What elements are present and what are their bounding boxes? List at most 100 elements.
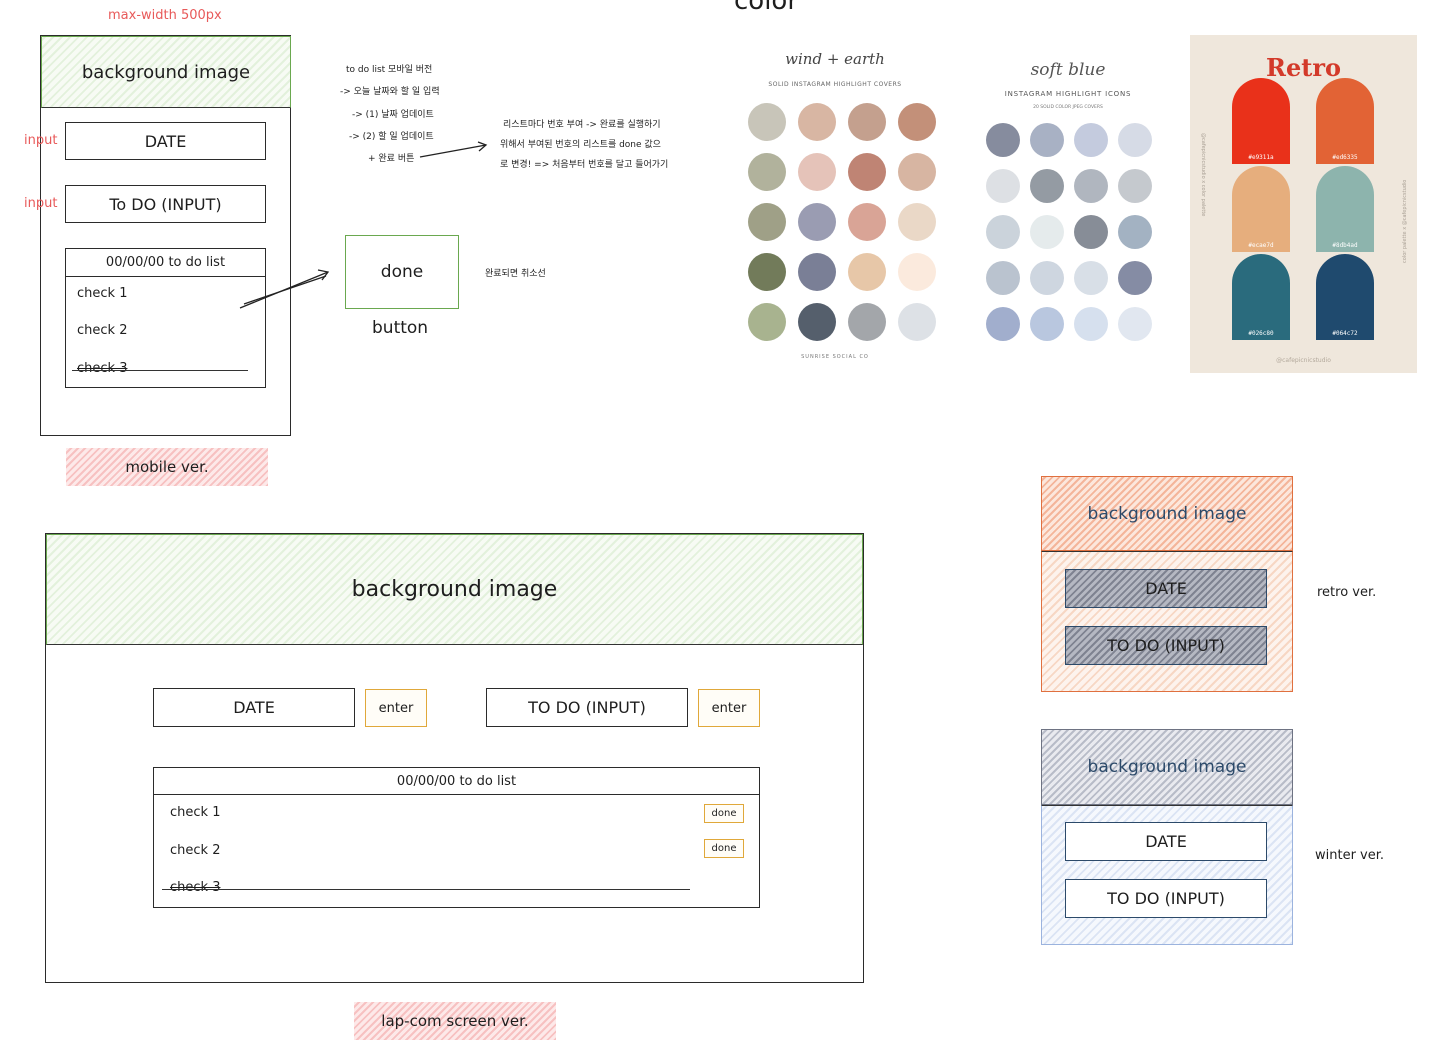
retro-palette-card: Retro @cafepicnicstudio x color palette … [1190, 35, 1417, 373]
wind-earth-palette: wind + earth SOLID INSTAGRAM HIGHLIGHT C… [742, 40, 928, 370]
done-button[interactable]: done [704, 839, 744, 858]
retro-swatch [1232, 166, 1290, 252]
color-swatch [1030, 307, 1064, 341]
retro-hex-label: #026c80 [1248, 330, 1274, 337]
color-swatch [1030, 169, 1064, 203]
color-swatch [748, 153, 786, 191]
color-swatch [1074, 123, 1108, 157]
color-swatch [986, 215, 1020, 249]
color-swatch [748, 103, 786, 141]
mobile-list-title: 00/00/00 to do list [65, 248, 266, 277]
mobile-todo-input[interactable]: To DO (INPUT) [65, 185, 266, 223]
laptop-date-input[interactable]: DATE [153, 688, 355, 727]
strike-line [72, 370, 248, 371]
wind-earth-footer: SUNRISE SOCIAL CO [801, 354, 869, 360]
winter-date-input[interactable]: DATE [1065, 822, 1267, 861]
color-swatch [1118, 169, 1152, 203]
soft-blue-subtitle: INSTAGRAM HIGHLIGHT ICONS [1004, 90, 1132, 98]
note-line: to do list 모바일 버전 [346, 65, 433, 75]
retro-todo-text: TO DO (INPUT) [1107, 636, 1225, 655]
laptop-frame [45, 533, 864, 983]
winter-bg-image: background image [1041, 729, 1293, 805]
winter-ver-label: winter ver. [1315, 848, 1385, 863]
color-swatch [1030, 261, 1064, 295]
mobile-list-item-done[interactable]: check 3 [77, 361, 128, 376]
retro-hex-label: #e9311a [1248, 154, 1274, 161]
color-swatch [848, 253, 886, 291]
color-swatch [898, 103, 936, 141]
color-swatch [1074, 215, 1108, 249]
color-heading: color [734, 0, 799, 16]
retro-hex-label: #ecae7d [1248, 242, 1274, 249]
color-swatch [798, 153, 836, 191]
numbering-note: 위해서 부여된 번호의 리스트를 done 값으 [500, 140, 661, 150]
soft-blue-title: soft blue [1030, 60, 1106, 80]
enter-button-date[interactable]: enter [365, 689, 427, 727]
retro-bg-image: background image [1041, 476, 1293, 551]
laptop-list-item[interactable]: check 2 [170, 843, 221, 858]
numbering-note: 리스트마다 번호 부여 -> 완료를 실행하기 [503, 120, 661, 130]
mobile-date-input[interactable]: DATE [65, 122, 266, 160]
numbering-note: 로 변경! => 처음부터 번호를 달고 들어가기 [500, 160, 669, 170]
retro-swatch [1316, 78, 1374, 164]
laptop-list-item-done[interactable]: check 3 [170, 880, 221, 895]
done-label: done [711, 843, 737, 854]
retro-bg-label: background image [1087, 503, 1247, 524]
color-swatch [798, 253, 836, 291]
winter-todo-input[interactable]: TO DO (INPUT) [1065, 879, 1267, 918]
retro-swatch [1232, 254, 1290, 340]
color-swatch [848, 103, 886, 141]
retro-todo-input[interactable]: TO DO (INPUT) [1065, 626, 1267, 665]
retro-swatch [1316, 254, 1374, 340]
note-line: + 완료 버튼 [368, 154, 415, 164]
color-swatch [898, 303, 936, 341]
done-label: done [711, 808, 737, 819]
enter-label: enter [378, 700, 414, 716]
laptop-list-title-text: 00/00/00 to do list [396, 773, 517, 789]
color-swatch [898, 153, 936, 191]
winter-todo-text: TO DO (INPUT) [1107, 889, 1225, 908]
enter-button-todo[interactable]: enter [698, 689, 760, 727]
laptop-bg-image: background image [46, 534, 863, 645]
input-label-todo: input [24, 196, 58, 211]
color-swatch [1074, 307, 1108, 341]
color-swatch [1118, 123, 1152, 157]
color-swatch [986, 261, 1020, 295]
color-swatch [848, 303, 886, 341]
retro-hex-label: #064c72 [1332, 330, 1358, 337]
mobile-todo-text: To DO (INPUT) [109, 194, 222, 214]
mobile-list-item[interactable]: check 1 [77, 286, 128, 301]
color-swatch [986, 169, 1020, 203]
note-line: -> (1) 날짜 업데이트 [352, 110, 434, 120]
done-button[interactable]: done [704, 804, 744, 823]
done-button-label: done [380, 262, 424, 282]
laptop-list-item[interactable]: check 1 [170, 805, 221, 820]
wind-earth-subtitle: SOLID INSTAGRAM HIGHLIGHT COVERS [768, 81, 902, 88]
retro-hex-label: #ed6335 [1332, 154, 1358, 161]
lapcom-ver-text: lap-com screen ver. [381, 1012, 529, 1030]
done-button-example[interactable]: done [345, 235, 459, 309]
color-swatch [848, 153, 886, 191]
soft-blue-palette: soft blue INSTAGRAM HIGHLIGHT ICONS 20 S… [975, 50, 1175, 360]
color-swatch [748, 253, 786, 291]
mobile-ver-text: mobile ver. [125, 458, 209, 476]
color-swatch [1030, 215, 1064, 249]
color-swatch [1074, 169, 1108, 203]
color-swatch [986, 123, 1020, 157]
mobile-date-text: DATE [144, 131, 187, 151]
winter-date-text: DATE [1145, 832, 1187, 851]
retro-side-left: @cafepicnicstudio x color palette [1200, 133, 1206, 217]
mobile-ver-tag: mobile ver. [66, 448, 268, 486]
mobile-list-item[interactable]: check 2 [77, 323, 128, 338]
laptop-date-text: DATE [233, 698, 275, 717]
input-label-date: input [24, 133, 58, 148]
retro-date-input[interactable]: DATE [1065, 569, 1267, 608]
enter-label: enter [711, 700, 747, 716]
retro-swatch [1316, 166, 1374, 252]
color-swatch [798, 203, 836, 241]
color-swatch [898, 203, 936, 241]
winter-bg-label: background image [1087, 757, 1247, 777]
laptop-todo-input[interactable]: TO DO (INPUT) [486, 688, 688, 727]
done-button-caption: button [372, 318, 429, 338]
